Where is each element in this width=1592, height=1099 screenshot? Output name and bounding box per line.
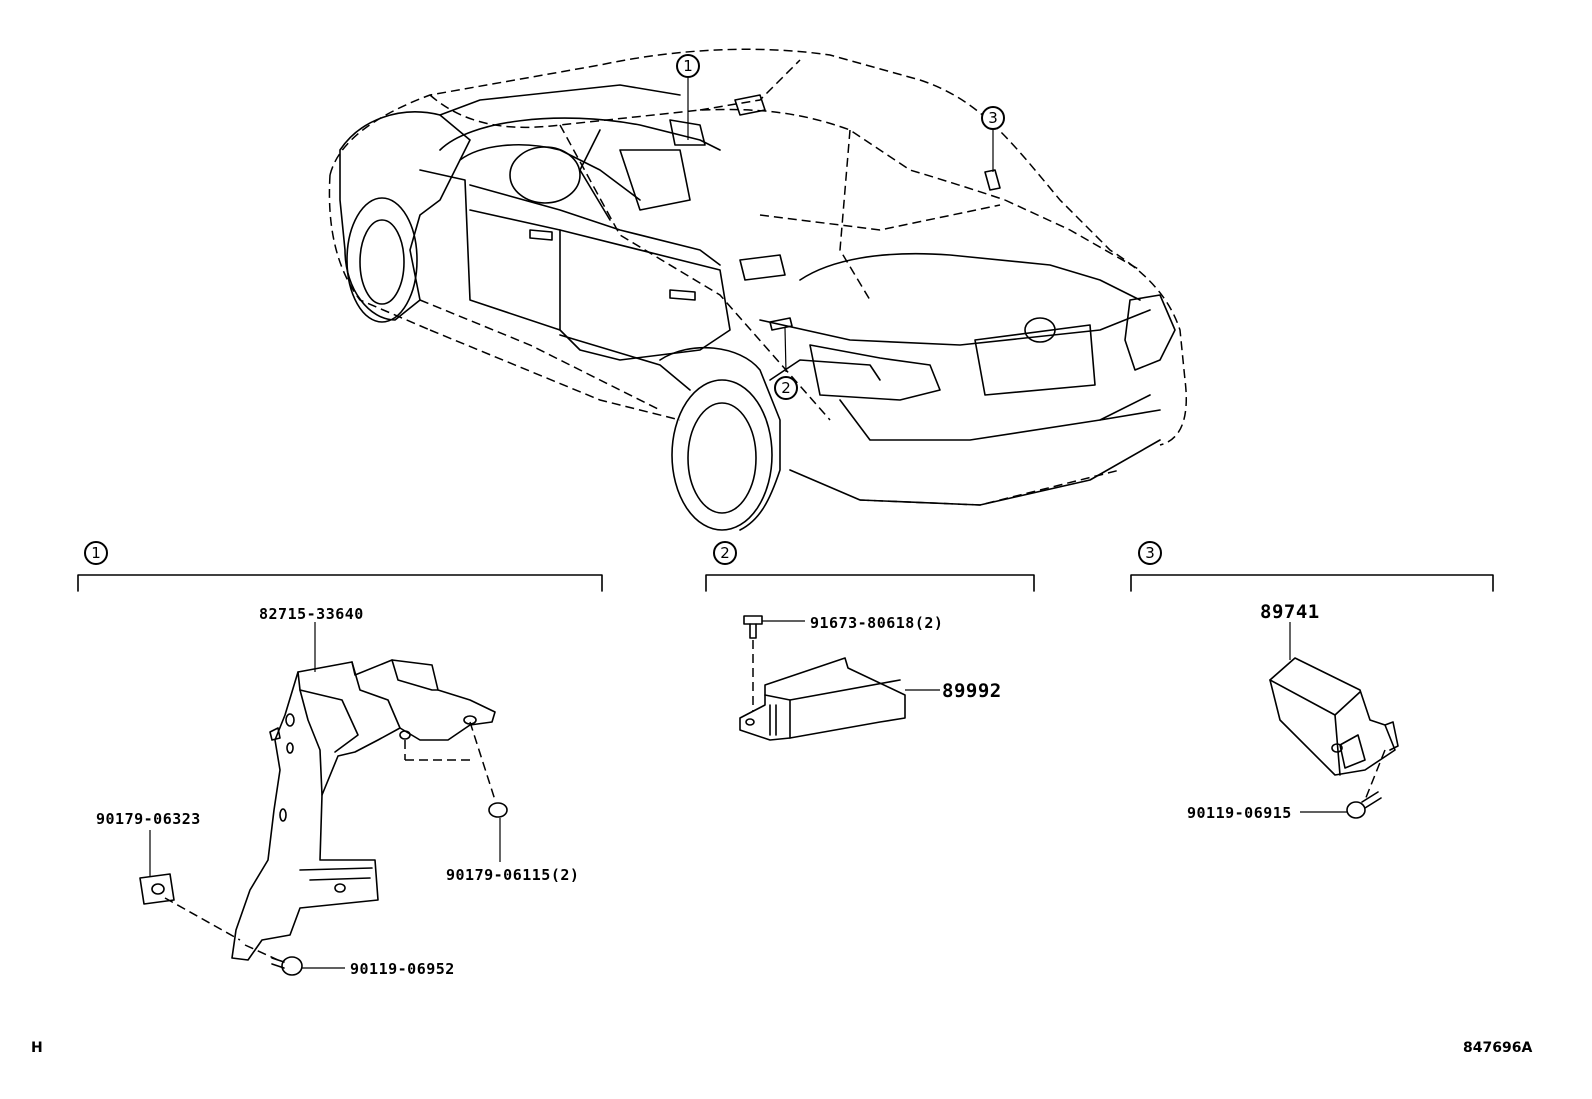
section-1-parts — [139, 622, 508, 976]
section-3-parts — [1269, 622, 1399, 819]
footer-left-code: H — [31, 1040, 43, 1056]
callout-car-2[interactable]: 2 — [774, 376, 798, 400]
callout-car-1[interactable]: 1 — [676, 54, 700, 78]
section-1-callout[interactable]: 1 — [84, 541, 108, 565]
part-number-bolt-section2[interactable]: 91673-80618(2) — [810, 614, 944, 632]
section-2-callout[interactable]: 2 — [713, 541, 737, 565]
callout-car-3[interactable]: 3 — [981, 106, 1005, 130]
part-number-bolt-section1[interactable]: 90119-06952 — [350, 960, 455, 978]
part-number-nut-left[interactable]: 90179-06323 — [96, 810, 201, 828]
part-number-nut-right[interactable]: 90179-06115(2) — [446, 866, 580, 884]
section-brackets — [77, 574, 1494, 592]
part-number-bolt-section3[interactable]: 90119-06915 — [1187, 804, 1292, 822]
vehicle-illustration — [328, 48, 1187, 531]
part-number-module-section2[interactable]: 89992 — [942, 680, 1002, 702]
section-3-callout[interactable]: 3 — [1138, 541, 1162, 565]
illustration-id: 847696A — [1463, 1040, 1533, 1056]
part-number-module-section3[interactable]: 89741 — [1260, 601, 1320, 623]
part-number-bracket[interactable]: 82715-33640 — [259, 605, 364, 623]
section-2-parts — [739, 615, 940, 741]
